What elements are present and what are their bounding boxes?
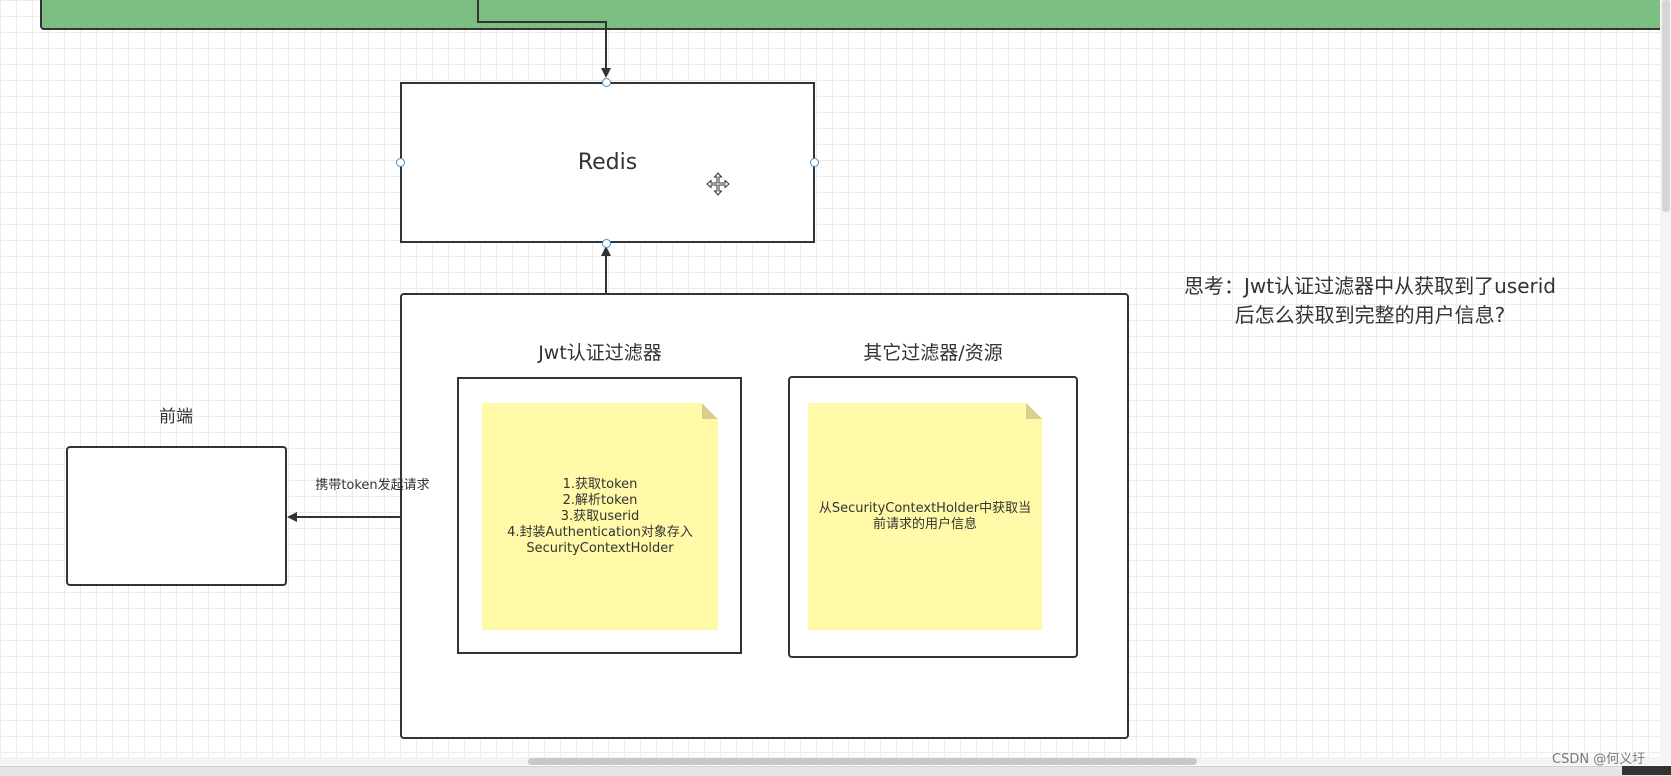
note-fold (1026, 403, 1042, 419)
bottom-strip (0, 766, 1671, 776)
vertical-scrollbar-track[interactable] (1660, 0, 1671, 760)
other-filter-title: 其它过滤器/资源 (863, 342, 1003, 364)
jwt-filter-title: Jwt认证过滤器 (538, 342, 662, 364)
jwt-note-text: 1.获取token 2.解析token 3.获取userid 4.封装Authe… (507, 476, 693, 556)
redis-label: Redis (577, 150, 638, 175)
horizontal-scrollbar-thumb[interactable] (528, 758, 1197, 765)
move-cursor-icon (706, 172, 730, 196)
vertical-scrollbar-thumb[interactable] (1662, 0, 1670, 212)
redis-box[interactable] (400, 82, 815, 243)
other-note-text: 从SecurityContextHolder中获取当 前请求的用户信息 (818, 500, 1032, 532)
bottom-right-block (1622, 766, 1671, 775)
jwt-filter-note[interactable]: 1.获取token 2.解析token 3.获取userid 4.封装Authe… (482, 403, 718, 630)
request-label: 携带token发起请求 (315, 478, 430, 493)
redis-handle-bottom[interactable] (602, 239, 611, 248)
top-container-banner[interactable] (40, 0, 1671, 30)
csdn-watermark: CSDN @何义圩 (1552, 752, 1646, 767)
frontend-box[interactable] (66, 446, 287, 586)
redis-handle-right[interactable] (810, 158, 819, 167)
redis-handle-left[interactable] (396, 158, 405, 167)
redis-handle-top[interactable] (602, 78, 611, 87)
frontend-title: 前端 (159, 407, 193, 427)
other-filter-note[interactable]: 从SecurityContextHolder中获取当 前请求的用户信息 (808, 403, 1042, 630)
question-text: 思考：Jwt认证过滤器中从获取到了userid 后怎么获取到完整的用户信息? (1184, 274, 1556, 327)
note-fold (702, 403, 718, 419)
